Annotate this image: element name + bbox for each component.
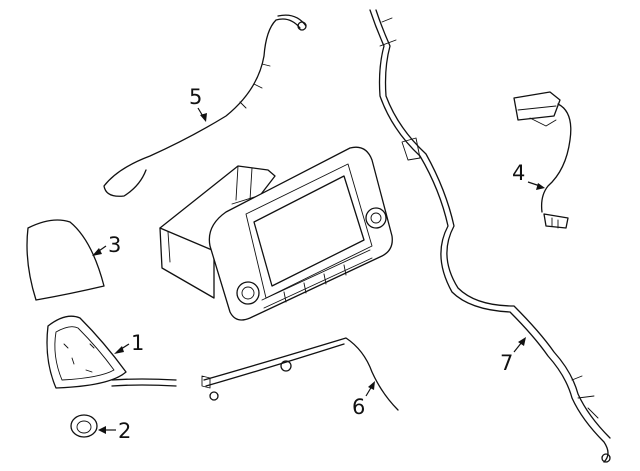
part-3-cover-panel (26, 219, 105, 301)
part-5-cable (103, 14, 307, 197)
part-4-cable (513, 91, 572, 229)
callout-3: 3 (92, 233, 121, 257)
callout-4: 4 (512, 161, 545, 190)
part-2-grommet (70, 414, 98, 438)
head-unit-display (159, 146, 393, 321)
callout-label-4: 4 (512, 161, 525, 185)
callout-2: 2 (98, 419, 131, 443)
callout-label-5: 5 (189, 85, 202, 109)
callout-label-1: 1 (131, 331, 144, 355)
callout-label-2: 2 (118, 419, 131, 443)
callout-label-6: 6 (352, 395, 365, 419)
callout-1: 1 (114, 331, 144, 355)
callout-6: 6 (352, 381, 375, 419)
callout-5: 5 (189, 85, 207, 122)
part-6-harness (201, 337, 399, 411)
callout-label-3: 3 (108, 233, 121, 257)
callout-label-7: 7 (500, 351, 513, 375)
part-7-harness (369, 9, 611, 463)
callout-7: 7 (500, 337, 526, 375)
part-1-bracket (46, 315, 177, 389)
